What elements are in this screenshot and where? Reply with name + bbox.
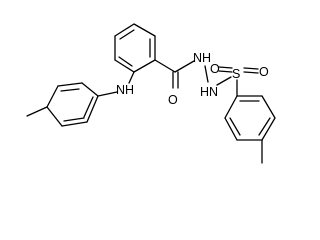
hydrazide-nh-2-label: HN bbox=[200, 85, 218, 99]
ring-to-nh-bond bbox=[128, 71, 135, 84]
n-n-bond bbox=[204, 65, 209, 83]
s-o-right-double-2 bbox=[243, 67, 259, 70]
chemical-structure-diagram: NH O NH HN S O O bbox=[26, 23, 276, 164]
carbonyl-o-label: O bbox=[168, 93, 178, 107]
anilino-nh-label: NH bbox=[116, 83, 134, 97]
hydrazide-nh-1-label: NH bbox=[193, 51, 211, 65]
structure-canvas: NH O NH HN S O O bbox=[26, 23, 276, 164]
ring-to-carbonyl-bond bbox=[154, 59, 176, 73]
tolyl-ring-right bbox=[224, 95, 276, 141]
nh-to-s-bond bbox=[216, 76, 232, 86]
tolyl-ring-left bbox=[46, 82, 99, 127]
s-o-right-double-1 bbox=[243, 71, 259, 74]
s-o-left-double-1 bbox=[218, 70, 233, 73]
carbonyl-to-nh-bond bbox=[174, 60, 195, 73]
s-o-left-double-2 bbox=[218, 66, 233, 69]
tolyl-methyl-left bbox=[26, 106, 48, 117]
sulfonyl-s-label: S bbox=[232, 67, 240, 81]
sulfonyl-o-right-label: O bbox=[259, 65, 269, 79]
benzoyl-ring bbox=[114, 23, 156, 73]
nh-to-tolyl-bond bbox=[97, 91, 118, 97]
sulfonyl-o-left-label: O bbox=[210, 62, 220, 76]
